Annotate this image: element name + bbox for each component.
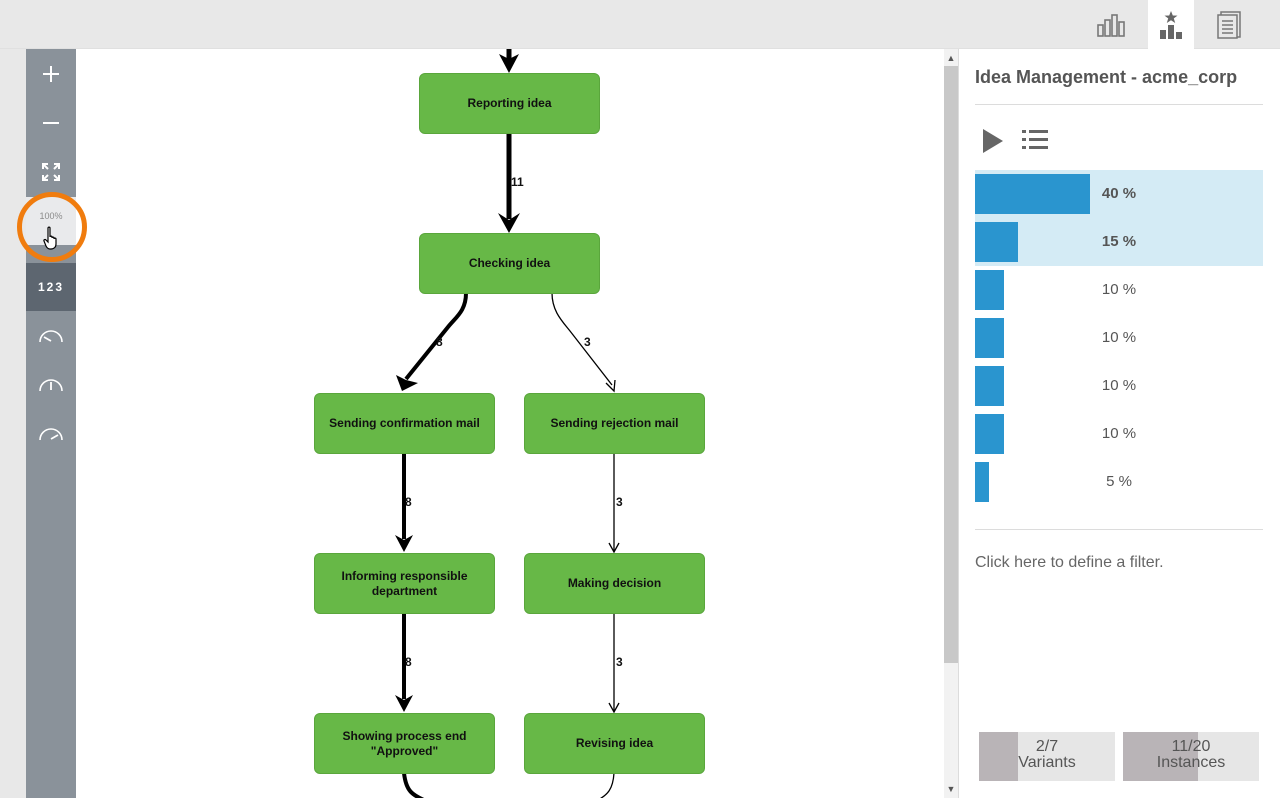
- speed-slow-button[interactable]: [26, 312, 76, 360]
- favorites-chart-tab[interactable]: [1148, 0, 1194, 49]
- edge-label: 8: [436, 335, 443, 349]
- variant-percent: 10 %: [1101, 329, 1137, 346]
- panel-divider: [958, 49, 959, 798]
- variants-stat[interactable]: 2/7 Variants: [979, 732, 1115, 781]
- edge-end-outgoing: [402, 772, 425, 798]
- play-icon[interactable]: [981, 127, 1005, 155]
- number-mode-label: 123: [37, 280, 65, 294]
- gauge-slow-icon: [39, 330, 63, 343]
- bar-chart-icon: [1097, 13, 1125, 37]
- node-reporting-idea[interactable]: Reporting idea: [419, 73, 600, 134]
- zoom-reset-button[interactable]: 100%: [26, 197, 76, 245]
- instances-stat[interactable]: 11/20 Instances: [1123, 732, 1259, 781]
- instances-label: Instances: [1156, 754, 1226, 771]
- scroll-down-icon[interactable]: ▼: [946, 784, 956, 794]
- node-checking-idea[interactable]: Checking idea: [419, 233, 600, 294]
- variant-percent: 10 %: [1101, 377, 1137, 394]
- edge-reporting-to-checking: [498, 133, 520, 233]
- variant-row[interactable]: 10 %: [975, 266, 1263, 314]
- variant-row[interactable]: 10 %: [975, 410, 1263, 458]
- edge-label: 3: [616, 655, 623, 669]
- node-sending-rejection-mail[interactable]: Sending rejection mail: [524, 393, 705, 454]
- edge-incoming: [499, 49, 519, 73]
- expand-icon: [42, 163, 60, 181]
- divider: [975, 104, 1263, 105]
- edge-checking-to-confirmation: [396, 292, 468, 391]
- report-tab[interactable]: [1206, 0, 1252, 49]
- variants-count: 2/7: [1035, 738, 1059, 755]
- edge-revising-outgoing: [600, 772, 615, 798]
- variants-panel: Idea Management - acme_corp 40 % 15 % 10 %…: [959, 49, 1280, 798]
- zoom-in-button[interactable]: [26, 50, 76, 98]
- variant-percent: 40 %: [1101, 185, 1137, 202]
- process-edges: [395, 49, 620, 798]
- map-toolbar: 100% 123: [26, 49, 76, 798]
- instances-count: 11/20: [1171, 738, 1211, 755]
- variant-percent: 10 %: [1101, 425, 1137, 442]
- left-gutter: [0, 49, 26, 798]
- zoom-percent-label: 100%: [39, 211, 63, 221]
- variant-share-bar: [975, 318, 1004, 358]
- edge-label: 3: [584, 335, 591, 349]
- show-frequency-button[interactable]: 123: [26, 263, 76, 311]
- variant-share-bar: [975, 366, 1004, 406]
- variant-share-bar: [975, 462, 989, 502]
- minus-icon: [43, 122, 59, 124]
- scroll-thumb[interactable]: [944, 66, 958, 663]
- variants-stat-text: 2/7 Variants: [979, 739, 1115, 771]
- instances-stat-text: 11/20 Instances: [1123, 739, 1259, 771]
- map-scrollbar[interactable]: ▲ ▼: [944, 49, 958, 798]
- variant-share-bar: [975, 174, 1090, 214]
- edge-confirmation-to-informing: [395, 453, 413, 552]
- zoom-out-button[interactable]: [26, 99, 76, 147]
- variant-row[interactable]: 40 %: [975, 170, 1263, 218]
- edge-informing-to-end: [395, 613, 413, 712]
- define-filter-link[interactable]: Click here to define a filter.: [975, 554, 1164, 571]
- node-revising-idea[interactable]: Revising idea: [524, 713, 705, 774]
- divider: [975, 529, 1263, 530]
- instances-coverage-fill: [1123, 732, 1198, 781]
- variant-row[interactable]: 5 %: [975, 458, 1263, 506]
- gauge-fast-icon: [39, 428, 63, 441]
- star-bar-chart-icon: [1160, 10, 1182, 39]
- fit-to-screen-button[interactable]: [26, 148, 76, 196]
- list-icon[interactable]: [1022, 129, 1048, 151]
- process-map-canvas[interactable]: Reporting idea Checking idea Sending con…: [76, 49, 944, 798]
- panel-title: Idea Management - acme_corp: [975, 67, 1238, 87]
- edge-label: 11: [511, 175, 524, 189]
- variant-percent: 15 %: [1101, 233, 1137, 250]
- edge-label: 8: [405, 495, 412, 509]
- edge-checking-to-rejection: [551, 292, 616, 393]
- top-bar: [0, 0, 1280, 49]
- edge-decision-to-revising: [608, 613, 620, 714]
- gauge-medium-icon: [39, 379, 63, 392]
- document-icon: [1217, 10, 1241, 39]
- variants-label: Variants: [1018, 754, 1076, 771]
- node-informing-responsible-department[interactable]: Informing responsible department: [314, 553, 495, 614]
- node-making-decision[interactable]: Making decision: [524, 553, 705, 614]
- scroll-up-icon[interactable]: ▲: [946, 53, 956, 63]
- variants-list: 40 % 15 % 10 % 10 % 10 % 10 % 5 %: [975, 170, 1263, 506]
- variant-share-bar: [975, 414, 1004, 454]
- speed-medium-button[interactable]: [26, 361, 76, 409]
- variant-row[interactable]: 10 %: [975, 362, 1263, 410]
- variant-share-bar: [975, 222, 1018, 262]
- variant-percent: 10 %: [1101, 281, 1137, 298]
- analysis-tab[interactable]: [1088, 0, 1134, 49]
- edge-label: 8: [405, 655, 412, 669]
- variant-row[interactable]: 15 %: [975, 218, 1263, 266]
- node-showing-process-end-approved[interactable]: Showing process end "Approved": [314, 713, 495, 774]
- edge-rejection-to-decision: [608, 453, 620, 554]
- variant-share-bar: [975, 270, 1004, 310]
- edge-label: 3: [616, 495, 623, 509]
- variant-percent: 5 %: [1106, 473, 1132, 490]
- variant-row[interactable]: 10 %: [975, 314, 1263, 362]
- speed-fast-button[interactable]: [26, 410, 76, 458]
- node-sending-confirmation-mail[interactable]: Sending confirmation mail: [314, 393, 495, 454]
- plus-icon: [43, 66, 59, 82]
- variants-coverage-fill: [979, 732, 1018, 781]
